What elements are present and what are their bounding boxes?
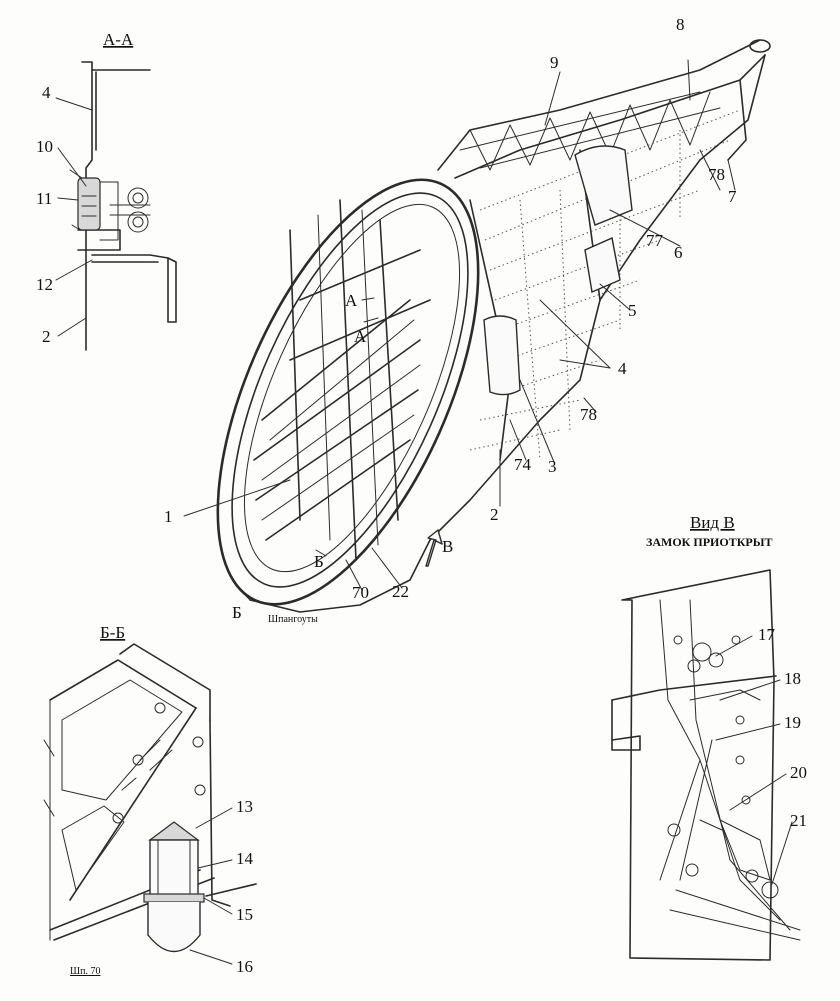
- section-vid-v: Вид В ЗАМОК ПРИОТКРЫТ: [611, 513, 807, 961]
- view-arrow-label: В: [442, 537, 453, 556]
- callout-16: 16: [236, 957, 253, 976]
- callout-18: 18: [784, 669, 801, 688]
- callout-78-lower: 78: [580, 405, 597, 424]
- section-aa-title: А-А: [103, 30, 134, 49]
- callout-78-upper: 78: [708, 165, 725, 184]
- callout-19: 19: [784, 713, 801, 732]
- callout-4-main: 4: [618, 359, 627, 378]
- callout-5: 5: [628, 301, 637, 320]
- vid-v-title: Вид В: [690, 513, 735, 532]
- callout-10: 10: [36, 137, 53, 156]
- callout-3: 3: [548, 457, 557, 476]
- callout-20: 20: [790, 763, 807, 782]
- main-fuselage-view: А А Б Б В Шпангоуты 1 70: [164, 15, 771, 625]
- vid-v-subtitle: ЗАМОК ПРИОТКРЫТ: [646, 535, 773, 549]
- callout-15: 15: [236, 905, 253, 924]
- section-aa: А-А 4: [36, 30, 177, 351]
- section-bb: Б-Б: [43, 623, 257, 977]
- callout-22: 22: [392, 582, 409, 601]
- section-mark-a-1: А: [345, 291, 358, 310]
- callout-77: 77: [646, 231, 664, 250]
- callout-4-aa: 4: [42, 83, 51, 102]
- callout-74: 74: [514, 455, 532, 474]
- callout-1: 1: [164, 507, 173, 526]
- callout-8: 8: [676, 15, 685, 34]
- callout-70: 70: [352, 583, 369, 602]
- callout-2-aa: 2: [42, 327, 51, 346]
- section-mark-b-2: Б: [232, 603, 242, 622]
- section-mark-a-2: А: [354, 327, 367, 346]
- callout-6: 6: [674, 243, 683, 262]
- callout-12: 12: [36, 275, 53, 294]
- section-mark-b-1: Б: [314, 552, 324, 571]
- callout-9: 9: [550, 53, 559, 72]
- callout-11: 11: [36, 189, 52, 208]
- callout-2-main: 2: [490, 505, 499, 524]
- callout-7: 7: [728, 187, 737, 206]
- section-bb-title: Б-Б: [100, 623, 125, 642]
- callout-13: 13: [236, 797, 253, 816]
- view-arrow: [425, 529, 443, 567]
- callout-21: 21: [790, 811, 807, 830]
- frames-caption: Шпангоуты: [268, 614, 318, 625]
- frame-70-label: Шп. 70: [70, 966, 100, 977]
- callout-14: 14: [236, 849, 254, 868]
- callout-17: 17: [758, 625, 776, 644]
